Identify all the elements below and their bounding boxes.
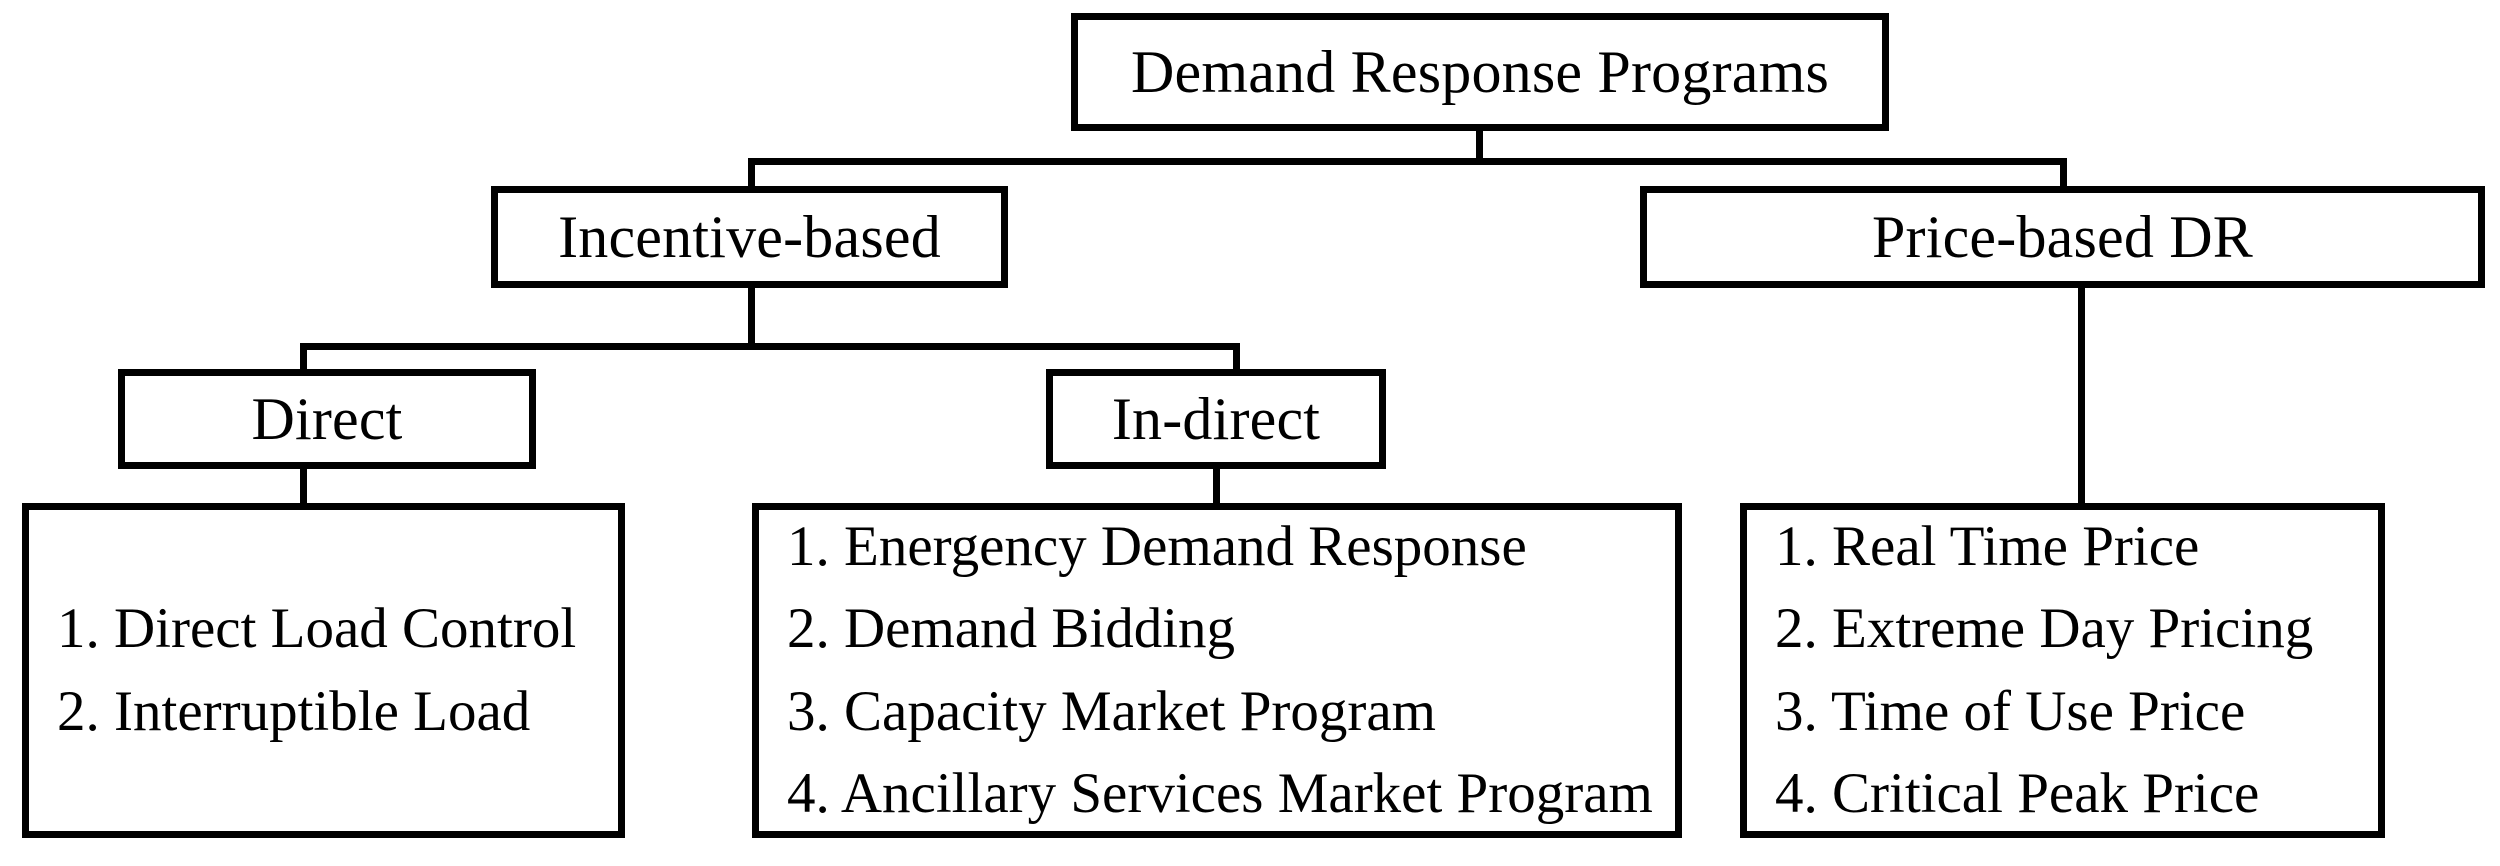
list-item: 4. Ancillary Services Market Program <box>787 761 1653 825</box>
connector-price-to-list <box>2078 288 2085 506</box>
connector-root-to-price <box>2060 158 2067 188</box>
list-item: 2. Demand Bidding <box>787 597 1236 661</box>
node-in-direct: In-direct <box>1046 369 1386 469</box>
node-direct: Direct <box>118 369 536 469</box>
leafbox-indirect-programs: 1. Energency Demand Response 2. Demand B… <box>752 503 1682 838</box>
leafbox-price-based-programs: 1. Real Time Price 2. Extreme Day Pricin… <box>1740 503 2385 838</box>
node-label: Incentive-based <box>558 204 941 270</box>
list-item: 3. Time of Use Price <box>1775 679 2246 743</box>
node-label: In-direct <box>1111 386 1321 452</box>
connector-root-bus <box>748 158 2067 165</box>
list-item: 3. Capacity Market Program <box>787 679 1436 743</box>
node-incentive-based: Incentive-based <box>491 186 1008 288</box>
node-label: Direct <box>251 386 403 452</box>
connector-root-stem <box>1476 131 1483 158</box>
list-item: 1. Energency Demand Response <box>787 515 1527 579</box>
connector-incentive-to-indirect <box>1233 343 1240 371</box>
leafbox-direct-programs: 1. Direct Load Control 2. Interruptible … <box>22 503 625 838</box>
connector-indirect-to-list <box>1213 469 1220 506</box>
node-label: Demand Response Programs <box>1130 39 1830 105</box>
connector-incentive-bus <box>300 343 1240 350</box>
node-demand-response-programs: Demand Response Programs <box>1071 13 1889 131</box>
connector-incentive-to-direct <box>300 343 307 371</box>
node-label: Price-based DR <box>1871 204 2254 270</box>
node-price-based-dr: Price-based DR <box>1640 186 2485 288</box>
connector-incentive-stem <box>748 288 755 343</box>
connector-root-to-incentive <box>748 158 755 188</box>
connector-direct-to-list <box>300 469 307 506</box>
list-item: 4. Critical Peak Price <box>1775 761 2260 825</box>
list-item: 2. Extreme Day Pricing <box>1775 597 2314 661</box>
list-item: 1. Direct Load Control <box>57 597 577 661</box>
list-item: 2. Interruptible Load <box>57 679 531 743</box>
list-item: 1. Real Time Price <box>1775 515 2200 579</box>
